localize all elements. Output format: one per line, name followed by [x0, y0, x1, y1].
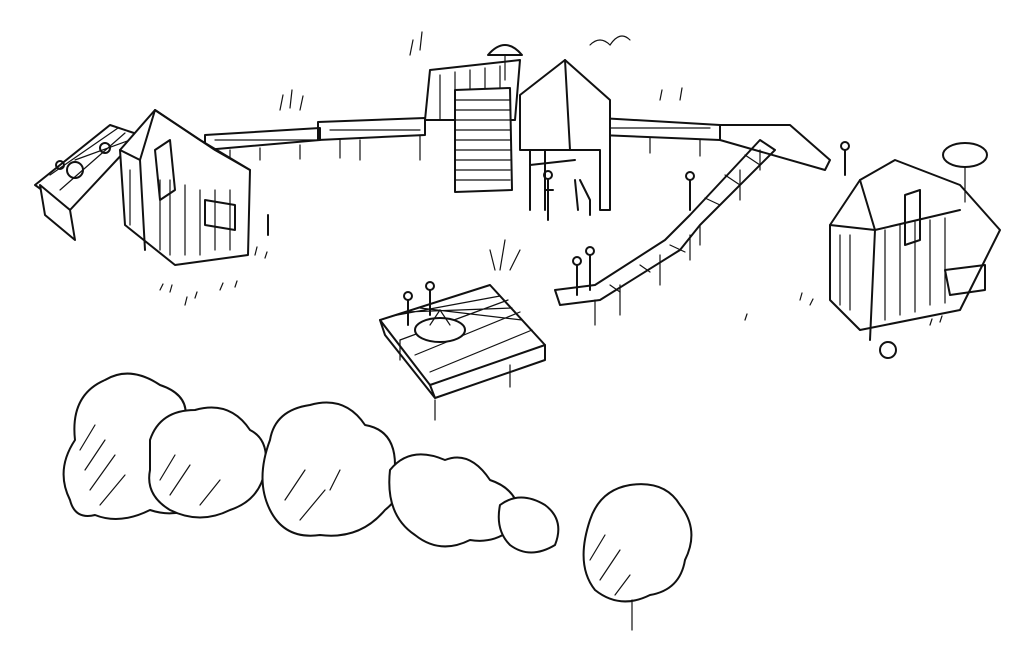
fire-pit: [414, 317, 466, 343]
diagonal-boardwalk: [554, 139, 776, 326]
tree-small: [497, 496, 560, 554]
left-cabin: [34, 109, 251, 266]
top-boardwalk: [204, 117, 831, 171]
tree-canopies: [62, 372, 693, 631]
right-cabin: [829, 142, 1001, 359]
people: [267, 141, 850, 326]
central-deck: [379, 239, 546, 421]
central-pavilion: [424, 35, 631, 216]
tree-right: [582, 483, 693, 603]
grass-marks: [159, 31, 943, 326]
